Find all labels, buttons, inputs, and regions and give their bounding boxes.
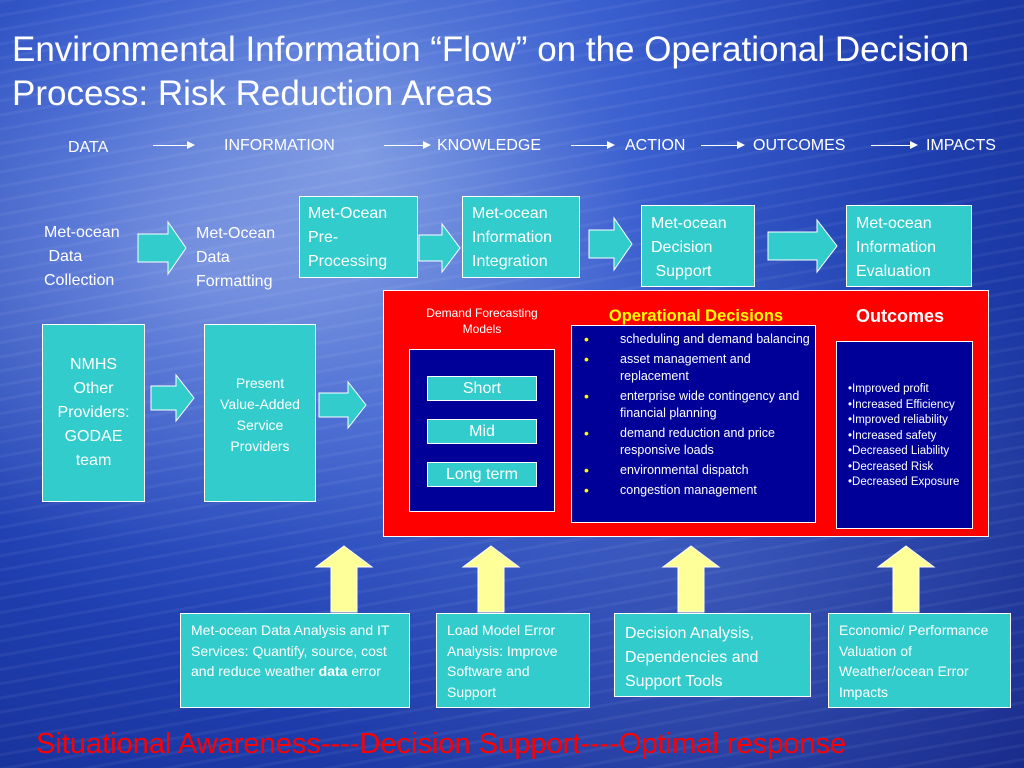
met-ocean-data-collection: Met-ocean Data Collection xyxy=(44,224,120,289)
stage-data: DATA xyxy=(68,139,109,156)
decision-analysis-box: Decision Analysis, Dependencies and Supp… xyxy=(614,613,811,697)
flow-arrow-4 xyxy=(767,218,838,274)
outcome-item: •Increased Efficiency xyxy=(848,398,955,411)
data-analysis-text-end: error xyxy=(347,663,381,679)
slide-title: Environmental Information “Flow” on the … xyxy=(12,30,970,113)
value-added-providers-box: Present Value-Added Service Providers xyxy=(204,324,316,502)
data-analysis-text: Met-ocean Data Analysis and IT Services:… xyxy=(191,622,390,679)
up-arrow-2 xyxy=(461,545,521,613)
flow-arrow-5 xyxy=(150,373,195,423)
decision-item: congestion management xyxy=(572,482,815,499)
decision-item: asset management and replacement xyxy=(572,351,815,385)
flow-arrow-1 xyxy=(137,220,187,276)
pre-processing-box: Met-Ocean Pre- Processing xyxy=(299,196,418,278)
met-ocean-data-formatting: Met-Ocean Data Formatting xyxy=(196,225,276,290)
outcome-item: •Decreased Exposure xyxy=(848,476,960,488)
stage-arrow-3 xyxy=(571,141,615,149)
forecast-mid: Mid xyxy=(427,419,537,444)
stage-arrow-2 xyxy=(384,141,431,149)
up-arrow-3 xyxy=(661,545,721,613)
stage-information: INFORMATION xyxy=(224,137,335,154)
stage-outcomes: OUTCOMES xyxy=(753,137,846,154)
information-integration-box: Met-ocean Information Integration xyxy=(462,196,580,278)
stage-arrow-5 xyxy=(871,141,918,149)
data-analysis-bold: data xyxy=(318,663,348,679)
data-analysis-box: Met-ocean Data Analysis and IT Services:… xyxy=(180,613,410,708)
flow-arrow-3 xyxy=(588,216,633,272)
outcome-item: •Increased safety xyxy=(848,429,937,442)
flow-arrow-2 xyxy=(418,222,461,274)
information-evaluation-box: Met-ocean Information Evaluation xyxy=(846,205,972,287)
up-arrow-1 xyxy=(314,545,374,613)
footer-tagline: Situational Awareness----Decision Suppor… xyxy=(36,728,847,760)
decision-item: environmental dispatch xyxy=(572,462,815,479)
forecast-long-term: Long term xyxy=(427,462,537,487)
stage-impacts: IMPACTS xyxy=(926,137,996,154)
forecasting-heading: Demand Forecasting Models xyxy=(426,306,538,336)
decision-item: demand reduction and price responsive lo… xyxy=(572,425,815,459)
flow-arrow-6 xyxy=(318,380,367,430)
nmhs-providers-box: NMHS Other Providers: GODAE team xyxy=(42,324,145,502)
up-arrow-4 xyxy=(876,545,936,613)
decision-support-box: Met-ocean Decision Support xyxy=(641,205,755,287)
outcome-item: •Improved profit xyxy=(848,383,929,395)
stage-action: ACTION xyxy=(625,137,686,154)
operational-decisions-heading: Operational Decisions xyxy=(608,307,784,325)
outcome-item: •Decreased Liability xyxy=(848,445,950,457)
load-model-box: Load Model Error Analysis: Improve Softw… xyxy=(436,613,590,708)
forecast-short: Short xyxy=(427,376,537,401)
stage-knowledge: KNOWLEDGE xyxy=(437,137,542,154)
outcomes-heading: Outcomes xyxy=(855,306,945,326)
decision-item: enterprise wide contingency and financia… xyxy=(572,388,815,422)
stage-arrow-1 xyxy=(153,141,195,149)
outcomes-panel: •Improved profit •Increased Efficiency •… xyxy=(836,341,973,529)
stage-arrow-4 xyxy=(701,141,745,149)
decision-item: scheduling and demand balancing xyxy=(572,331,815,348)
operational-decisions-panel: scheduling and demand balancing asset ma… xyxy=(571,325,816,523)
outcome-item: •Improved reliability xyxy=(848,414,948,426)
outcome-item: •Decreased Risk xyxy=(848,460,934,473)
economic-valuation-box: Economic/ Performance Valuation of Weath… xyxy=(828,613,1011,708)
